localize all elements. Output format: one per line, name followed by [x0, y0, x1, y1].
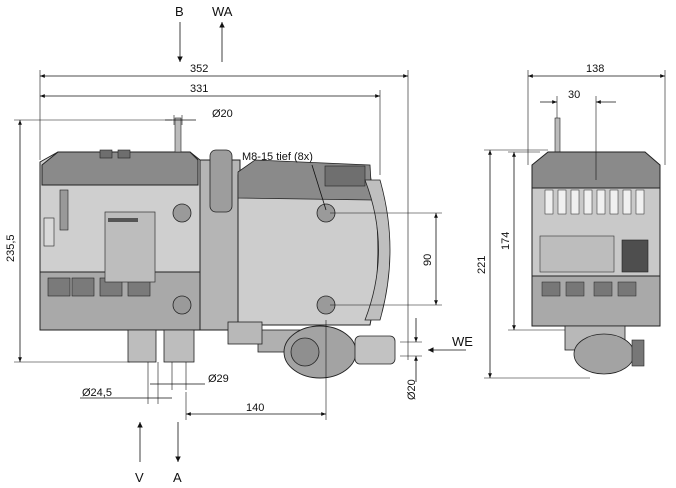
- dim-side-body-height: 174: [500, 232, 512, 250]
- flow-arrows: [137, 22, 466, 462]
- flow-label-wa: WA: [212, 4, 233, 19]
- dim-exhaust-diameter: Ø20: [212, 108, 233, 120]
- flow-label-v: V: [135, 470, 144, 485]
- dim-water-diameter: Ø20: [406, 379, 418, 400]
- dim-inlet-diameter: Ø24,5: [82, 387, 112, 399]
- flow-label-a: A: [173, 470, 182, 485]
- flow-label-b: B: [175, 4, 184, 19]
- side-view-heater: [531, 117, 661, 375]
- front-view-heater: [39, 117, 396, 379]
- dim-body-length: 331: [190, 83, 208, 95]
- dim-overall-width: 138: [586, 63, 604, 75]
- dim-outlet-diameter: Ø29: [208, 373, 229, 385]
- dim-overall-height: 235,5: [5, 234, 17, 262]
- dim-mount-spacing: 90: [422, 254, 434, 266]
- dim-overall-length: 352: [190, 63, 208, 75]
- dimension-lines: [14, 70, 666, 420]
- dim-pipe-offset: 30: [568, 89, 580, 101]
- dim-side-height: 221: [476, 256, 488, 274]
- dim-mount-thread: M8-15 tief (8x): [242, 151, 313, 163]
- dim-water-offset: 140: [246, 402, 264, 414]
- labels: B WA WE V A 352 331 Ø20 M8-15 tief (8x) …: [5, 4, 604, 485]
- flow-label-we: WE: [452, 334, 473, 349]
